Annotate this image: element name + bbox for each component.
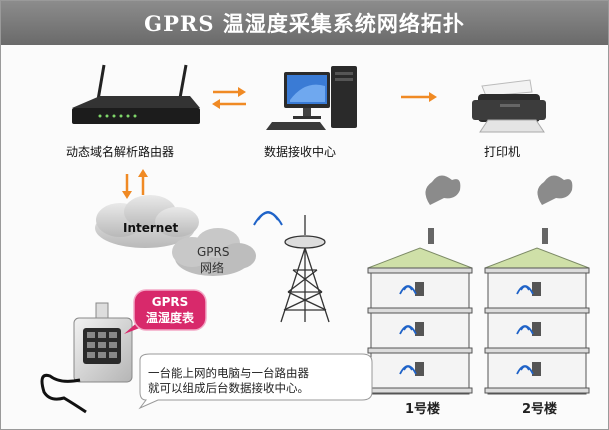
note-text: 一台能上网的电脑与一台路由器 就可以组成后台数据接收中心。	[148, 366, 309, 396]
arrow-router-to-cloud	[122, 174, 132, 199]
building-2-label: 2号楼	[522, 402, 558, 417]
note-line1: 一台能上网的电脑与一台路由器	[148, 366, 309, 380]
arrow-router-to-center	[213, 87, 246, 97]
tower-signal-icon	[253, 211, 283, 226]
printer-icon	[472, 79, 546, 133]
building-1-label: 1号楼	[405, 402, 441, 417]
gprs-cloud	[172, 228, 256, 276]
sensor-callout-line2: 温湿度表	[145, 311, 194, 325]
data-center-label: 数据接收中心	[264, 145, 337, 159]
internet-cloud	[95, 195, 199, 248]
printer-label: 打印机	[484, 145, 521, 159]
gprs-cloud-label: GPRS	[197, 245, 230, 259]
router-label: 动态域名解析路由器	[66, 145, 175, 159]
computer-icon	[266, 66, 357, 130]
arrow-center-to-router	[212, 99, 246, 109]
arrow-cloud-to-router	[138, 169, 148, 195]
arrow-center-to-printer	[401, 92, 437, 102]
note-line2: 就可以组成后台数据接收中心。	[148, 381, 309, 395]
note-speech-bubble	[138, 353, 373, 410]
internet-label: Internet	[123, 221, 179, 235]
building-2	[484, 175, 590, 395]
sensor-callout-bubble	[124, 289, 207, 334]
sensor-callout-text: GPRS 温湿度表	[139, 294, 201, 326]
diagram-title: GPRS 温湿度采集系统网络拓扑	[144, 11, 465, 36]
router-icon	[72, 64, 200, 124]
tower-icon	[280, 215, 330, 323]
network-cloud-label: 网络	[200, 261, 225, 275]
sensor-signal-icons	[399, 285, 534, 375]
sensor-callout-line1: GPRS	[151, 295, 189, 309]
humidity-meter-icon	[40, 302, 133, 414]
title-bar	[1, 1, 608, 45]
building-1	[367, 175, 473, 395]
